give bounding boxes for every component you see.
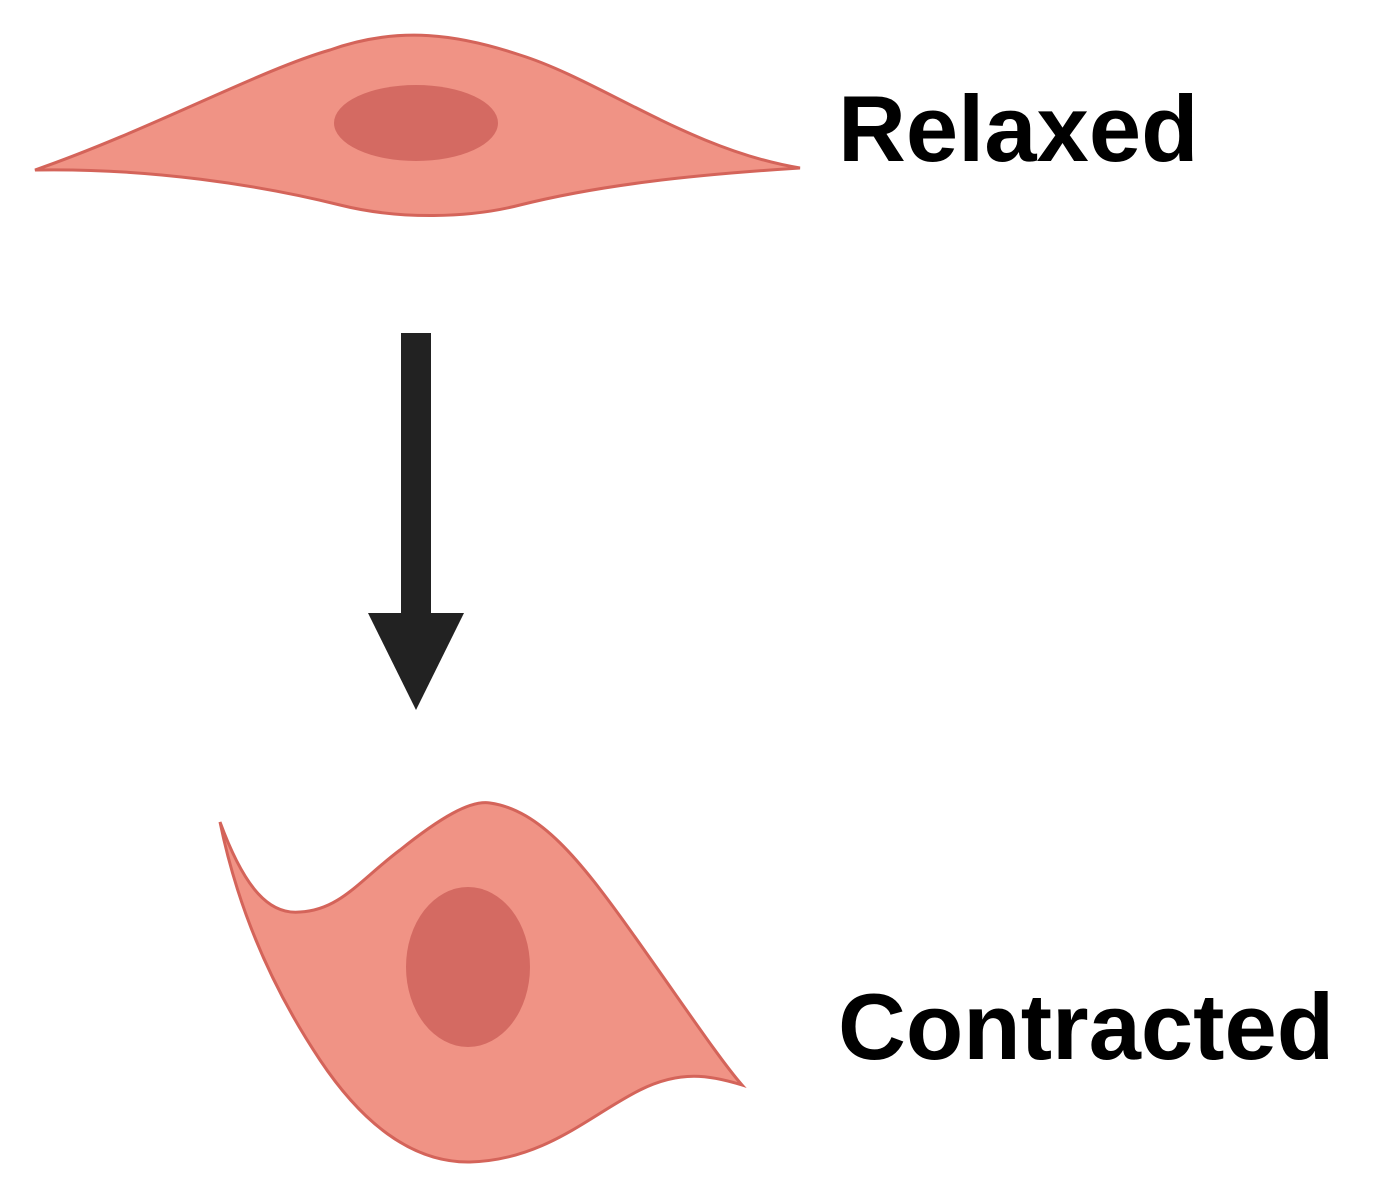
contracted-cell-nucleus: [406, 887, 530, 1047]
arrow-shaft: [401, 333, 431, 618]
arrow-head: [368, 613, 464, 710]
relaxed-cell-nucleus: [334, 85, 498, 161]
contracted-cell: [218, 801, 747, 1164]
relaxed-label: Relaxed: [838, 76, 1199, 181]
contracted-label: Contracted: [838, 974, 1335, 1079]
relaxed-cell: [34, 33, 801, 217]
transition-arrow: [368, 333, 464, 710]
